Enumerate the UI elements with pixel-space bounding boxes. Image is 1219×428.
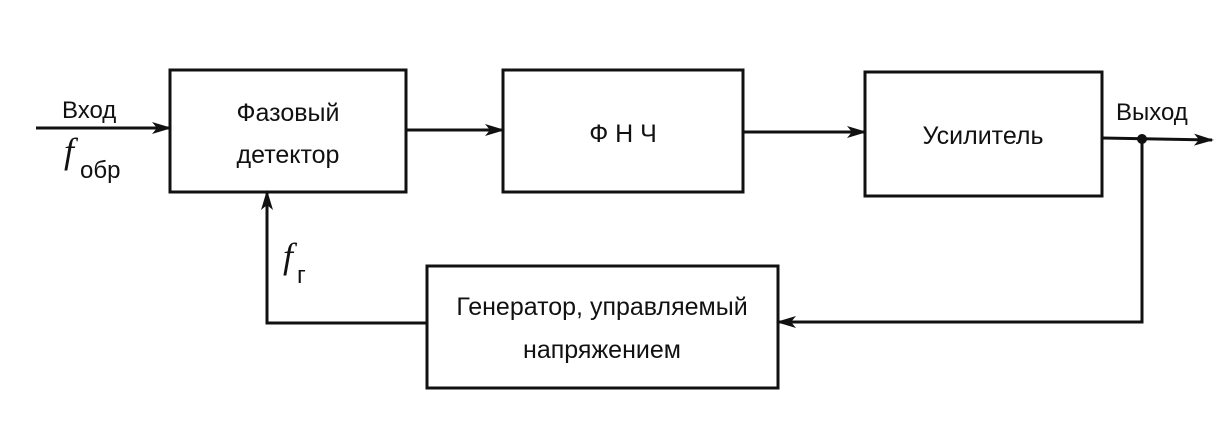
vco-block: Генератор, управляемый напряжением	[425, 264, 780, 390]
output-to-vco-arrow	[776, 139, 1144, 328]
input-freq-subscript: обр	[80, 157, 120, 184]
amplifier-block: Усилитель	[863, 70, 1104, 198]
feedback-freq-subscript: г	[297, 262, 306, 289]
vco-label-line1: Генератор, управляемый	[456, 293, 747, 321]
output-label: Выход	[1116, 99, 1188, 126]
lpf-block: Ф Н Ч	[501, 68, 745, 194]
output-arrow	[1101, 133, 1214, 146]
vco-box	[425, 264, 780, 390]
phase-detector-block: Фазовый детектор	[168, 68, 408, 194]
input-freq-symbol: f	[64, 131, 79, 171]
phase-detector-label-line2: детектор	[237, 141, 340, 169]
feedback-freq-symbol: f	[283, 236, 298, 276]
phase-detector-box	[168, 68, 408, 194]
amplifier-label: Усилитель	[922, 122, 1043, 150]
vco-to-pd-feedback-arrow	[261, 190, 427, 325]
lpf-box	[501, 68, 745, 194]
phase-detector-label-line1: Фазовый	[237, 99, 340, 127]
vco-label-line2: напряжением	[523, 336, 681, 364]
input-label: Вход	[62, 97, 116, 124]
amplifier-box	[863, 70, 1104, 198]
lpf-label: Ф Н Ч	[589, 120, 657, 148]
